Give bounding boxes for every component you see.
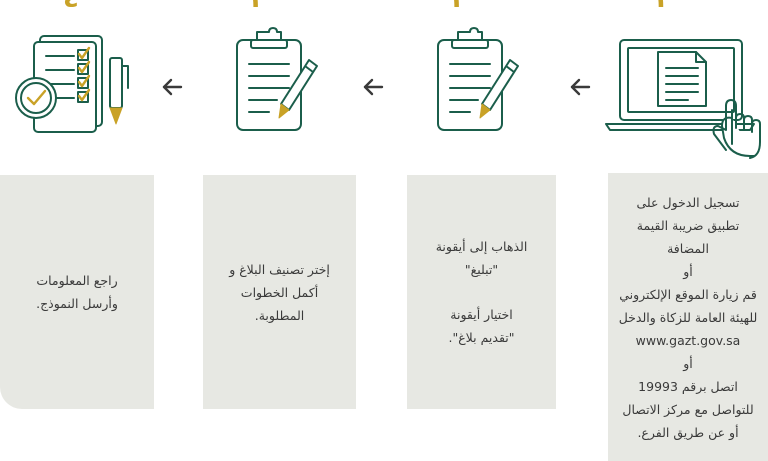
step-4-line: وأرسل النموذج. (36, 296, 118, 311)
step-2-line: "تبليغ" (464, 262, 499, 277)
arrow-left-icon (363, 78, 384, 96)
arrow-left-icon (162, 78, 183, 96)
laptop-hand-icon (605, 39, 761, 159)
step-1-line: للهيئة العامة للزكاة والدخل (618, 309, 758, 325)
step-3-line: أكمل الخطوات (240, 284, 319, 300)
step-1-card: تسجيل الدخول على تطبيق ضريبة القيمة المض… (608, 173, 768, 461)
step-2-line: الذهاب إلى أيقونة (435, 239, 528, 254)
step-3-card: إختر تصنيف البلاغ و أكمل الخطوات المطلوب… (203, 175, 356, 409)
clipboard-pen-icon (236, 27, 318, 131)
step-3-line: المطلوبة. (254, 307, 305, 323)
arrow-left-icon (570, 78, 591, 96)
step-1-website: www.gazt.gov.sa (635, 332, 741, 348)
step-2-card: الذهاب إلى أيقونة "تبليغ" اختيار أيقونة … (407, 175, 556, 409)
step-4-number: ٤ (63, 0, 79, 12)
step-1-line: قم زيارة الموقع الإلكتروني (619, 286, 757, 302)
step-1-line: تسجيل الدخول على (636, 194, 740, 210)
checklist-approve-icon (15, 35, 129, 133)
step-3-line: إختر تصنيف البلاغ و (229, 261, 330, 277)
step-1-number: ١ (652, 0, 668, 12)
step-1-line: أو (683, 355, 693, 371)
step-2-line: "تقديم بلاغ". (448, 330, 515, 345)
step-1-line: للتواصل مع مركز الاتصال (622, 401, 754, 417)
step-1-line: تطبيق ضريبة القيمة (636, 217, 740, 233)
step-4-card: راجع المعلومات وأرسل النموذج. (0, 175, 154, 409)
step-4-line: راجع المعلومات (36, 273, 118, 288)
step-1-line: أو (683, 263, 693, 279)
step-3-number: ٣ (250, 0, 266, 12)
step-2-line: اختيار أيقونة (450, 307, 513, 322)
step-1-phone: اتصل برقم 19993 (638, 378, 738, 394)
step-1-line: أو عن طريق الفرع. (637, 424, 739, 440)
step-1-line: المضافة (667, 240, 709, 256)
clipboard-pen-icon (437, 27, 519, 131)
step-2-number: ٢ (451, 0, 467, 12)
